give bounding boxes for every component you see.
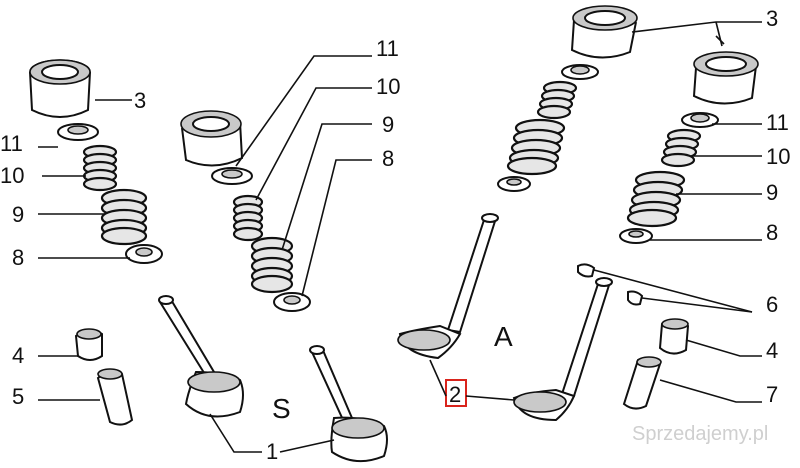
callout-10-right: 10 — [766, 144, 790, 169]
callout-9-left: 9 — [12, 202, 24, 227]
valve-guide-right — [622, 356, 662, 410]
callout-10-left: 10 — [0, 163, 24, 188]
valve-keeper-half-lower — [627, 290, 644, 306]
callout-4-left: 4 — [12, 343, 24, 368]
outer-spring-middle — [250, 236, 294, 294]
callout-6-right: 6 — [766, 292, 778, 317]
tappet-right — [692, 51, 759, 105]
callout-9-right: 9 — [766, 180, 778, 205]
callout-8-left: 8 — [12, 245, 24, 270]
intake-valve-right — [309, 345, 388, 463]
callout-1-bottom: 1 — [266, 439, 278, 464]
valve-stem-seal-right — [658, 318, 690, 355]
callout-10-middle: 10 — [376, 74, 400, 99]
inner-spring-right — [660, 128, 702, 168]
callout-2-center: 2 — [449, 382, 461, 407]
inner-spring-left — [82, 144, 118, 192]
outer-spring-left — [100, 188, 148, 246]
valve-keeper-half-upper — [577, 263, 596, 278]
section-label-intake: S — [272, 393, 291, 424]
outer-spring-right — [626, 170, 686, 228]
spring-seat-middle — [273, 292, 311, 312]
section-label-exhaust: A — [494, 321, 513, 352]
callout-11-right: 11 — [766, 110, 789, 135]
tappet-top-center — [570, 5, 638, 59]
callout-11-middle: 11 — [376, 36, 399, 61]
callout-9-middle: 9 — [382, 112, 394, 137]
callout-2-highlight-box — [445, 379, 467, 407]
tappet-left — [29, 59, 91, 118]
inner-spring-top-center — [536, 80, 578, 120]
exhaust-valve-upper — [397, 213, 499, 360]
callout-4-right: 4 — [766, 338, 778, 363]
intake-valve-left — [158, 295, 244, 418]
watermark-text: Sprzedajemy.pl — [632, 423, 768, 445]
retainer-middle — [211, 167, 253, 185]
spring-seat-left — [125, 244, 163, 264]
valve-stem-seal-left — [74, 328, 103, 361]
callout-3-upper-left: 3 — [134, 88, 146, 113]
retainer-left — [57, 123, 99, 141]
tappet-middle — [180, 110, 244, 167]
spring-seat-right — [619, 228, 653, 244]
spring-seat-top-center — [497, 176, 531, 192]
callout-8-right: 8 — [766, 220, 778, 245]
callout-11-left: 11 — [0, 131, 23, 156]
retainer-top-center — [561, 64, 599, 80]
callout-5-left: 5 — [12, 384, 24, 409]
retainer-right — [681, 112, 719, 128]
inner-spring-middle — [232, 194, 264, 242]
valve-guide-left — [96, 368, 134, 426]
callout-8-middle: 8 — [382, 146, 394, 171]
exhaust-valve-lower — [512, 277, 613, 422]
callout-3-top-right: 3 — [766, 6, 778, 31]
outer-spring-top-center — [506, 118, 566, 176]
callout-7-right: 7 — [766, 382, 778, 407]
